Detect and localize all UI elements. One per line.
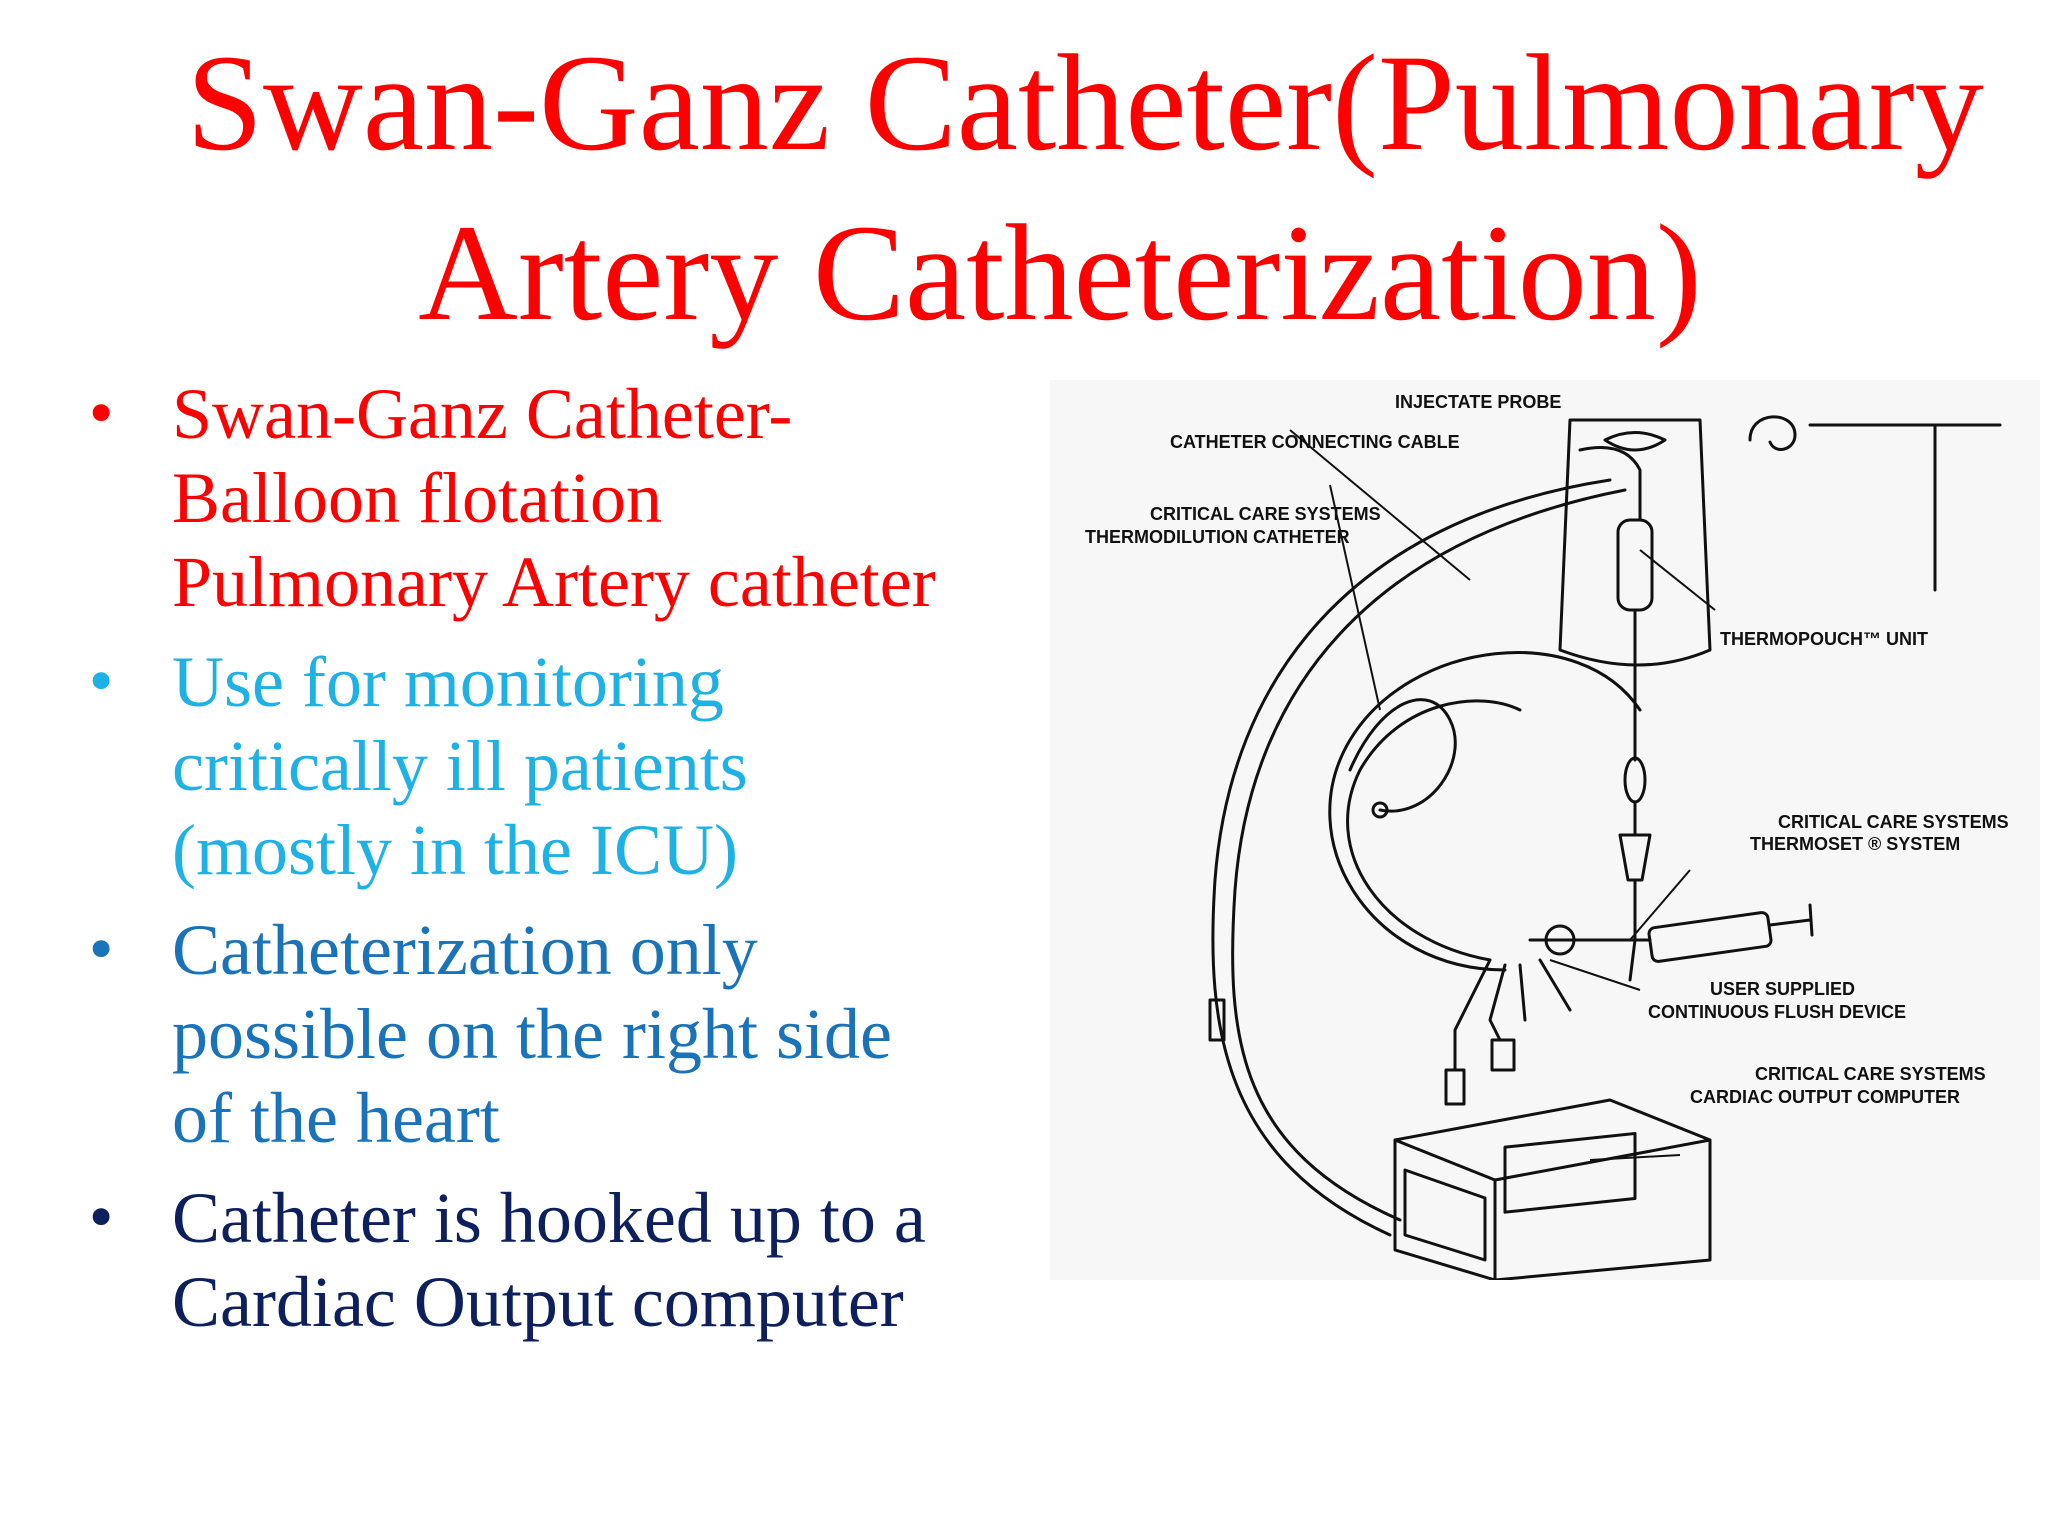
connecting-cable-2 xyxy=(1231,488,1627,1222)
bullet-marker: • xyxy=(84,380,119,448)
drip-chamber xyxy=(1616,518,1654,612)
tube-segment xyxy=(1628,878,1637,982)
slide-title: Swan-Ganz Catheter(Pulmonary Artery Cath… xyxy=(100,18,2020,358)
bullet-line: Use for monitoring xyxy=(172,642,724,722)
lead-1 xyxy=(1453,958,1492,1072)
leader-thermodilution xyxy=(1329,484,1381,711)
computer-front-panel xyxy=(1403,1168,1487,1262)
bullet-line: Catheterization only xyxy=(172,910,758,990)
lead-2 xyxy=(1488,963,1507,1042)
title-line-2: Artery Catheterization) xyxy=(418,196,1702,349)
bullet-line: possible on the right side xyxy=(172,994,892,1074)
bullet-item: • Catheter is hooked up to a Cardiac Out… xyxy=(70,1176,1030,1344)
catheter-loop-wide xyxy=(1328,651,1642,972)
label-computer-1: CRITICAL CARE SYSTEMS xyxy=(1755,1064,1986,1084)
bullet-line: Swan-Ganz Catheter- xyxy=(172,374,793,454)
bullet-marker: • xyxy=(84,916,119,984)
computer-housing xyxy=(1393,1098,1712,1280)
iv-hook xyxy=(1748,415,1797,451)
label-computer-2: CARDIAC OUTPUT COMPUTER xyxy=(1690,1087,1960,1107)
label-thermoset-1: CRITICAL CARE SYSTEMS xyxy=(1778,812,2009,832)
cable-connector xyxy=(1208,998,1226,1042)
label-injectate-probe: INJECTATE PROBE xyxy=(1395,392,1561,412)
bullet-line: Balloon flotation xyxy=(172,458,662,538)
syringe-plunger xyxy=(1768,903,1814,937)
leader-flush xyxy=(1549,959,1641,991)
lead-4 xyxy=(1538,958,1572,1012)
bullet-item: • Use for monitoring critically ill pati… xyxy=(70,640,1030,892)
bullet-item: • Catheterization only possible on the r… xyxy=(70,908,1030,1160)
bullet-line: Cardiac Output computer xyxy=(172,1262,904,1342)
catheter-system-diagram: INJECTATE PROBE CATHETER CONNECTING CABL… xyxy=(1050,380,2040,1280)
bullet-line: (mostly in the ICU) xyxy=(172,810,738,890)
stopcock xyxy=(1544,924,1576,956)
bullet-line: Pulmonary Artery catheter xyxy=(172,542,936,622)
syringe-barrel xyxy=(1647,911,1773,963)
computer-edges xyxy=(1393,1138,1712,1280)
title-line-1: Swan-Ganz Catheter(Pulmonary xyxy=(186,26,1984,179)
connecting-cable xyxy=(1211,478,1612,1237)
label-flush-1: USER SUPPLIED xyxy=(1710,979,1855,999)
label-flush-2: CONTINUOUS FLUSH DEVICE xyxy=(1648,1002,1906,1022)
leader-thermopouch xyxy=(1639,549,1716,611)
balloon-tip xyxy=(1371,801,1389,819)
diagram-svg: INJECTATE PROBE CATHETER CONNECTING CABL… xyxy=(1085,392,2009,1280)
label-thermoset-2: THERMOSET ® SYSTEM xyxy=(1750,834,1960,854)
catheter-tip-curl xyxy=(1348,698,1457,813)
leader-thermoset xyxy=(1629,869,1691,941)
bag-top-loop xyxy=(1603,431,1667,452)
lead-1-connector xyxy=(1444,1068,1466,1106)
bullet-marker: • xyxy=(84,648,119,716)
leader-connecting-cable xyxy=(1289,429,1471,581)
probe-wire xyxy=(1578,446,1642,522)
bullet-line: Catheter is hooked up to a xyxy=(172,1178,926,1258)
lead-2-connector xyxy=(1490,1038,1516,1072)
bullet-line: of the heart xyxy=(172,1078,500,1158)
label-connecting-cable: CATHETER CONNECTING CABLE xyxy=(1170,432,1460,452)
bullet-marker: • xyxy=(84,1184,119,1252)
catheter-loop-outer xyxy=(1346,699,1522,962)
bullet-line: critically ill patients xyxy=(172,726,748,806)
label-thermodilution-1: CRITICAL CARE SYSTEMS xyxy=(1150,504,1381,524)
flow-clamp xyxy=(1618,833,1652,882)
lead-3 xyxy=(1518,963,1527,1022)
leader-computer xyxy=(1589,1154,1681,1161)
bullet-item: • Swan-Ganz Catheter- Balloon flotation … xyxy=(70,372,1030,624)
label-thermopouch: THERMOPOUCH™ UNIT xyxy=(1720,629,1928,649)
thermopouch-bag xyxy=(1558,418,1712,667)
bullet-list: • Swan-Ganz Catheter- Balloon flotation … xyxy=(70,372,1030,1360)
computer-display xyxy=(1503,1132,1637,1214)
label-thermodilution-2: THERMODILUTION CATHETER xyxy=(1085,527,1350,547)
roller-clamp xyxy=(1623,756,1647,804)
